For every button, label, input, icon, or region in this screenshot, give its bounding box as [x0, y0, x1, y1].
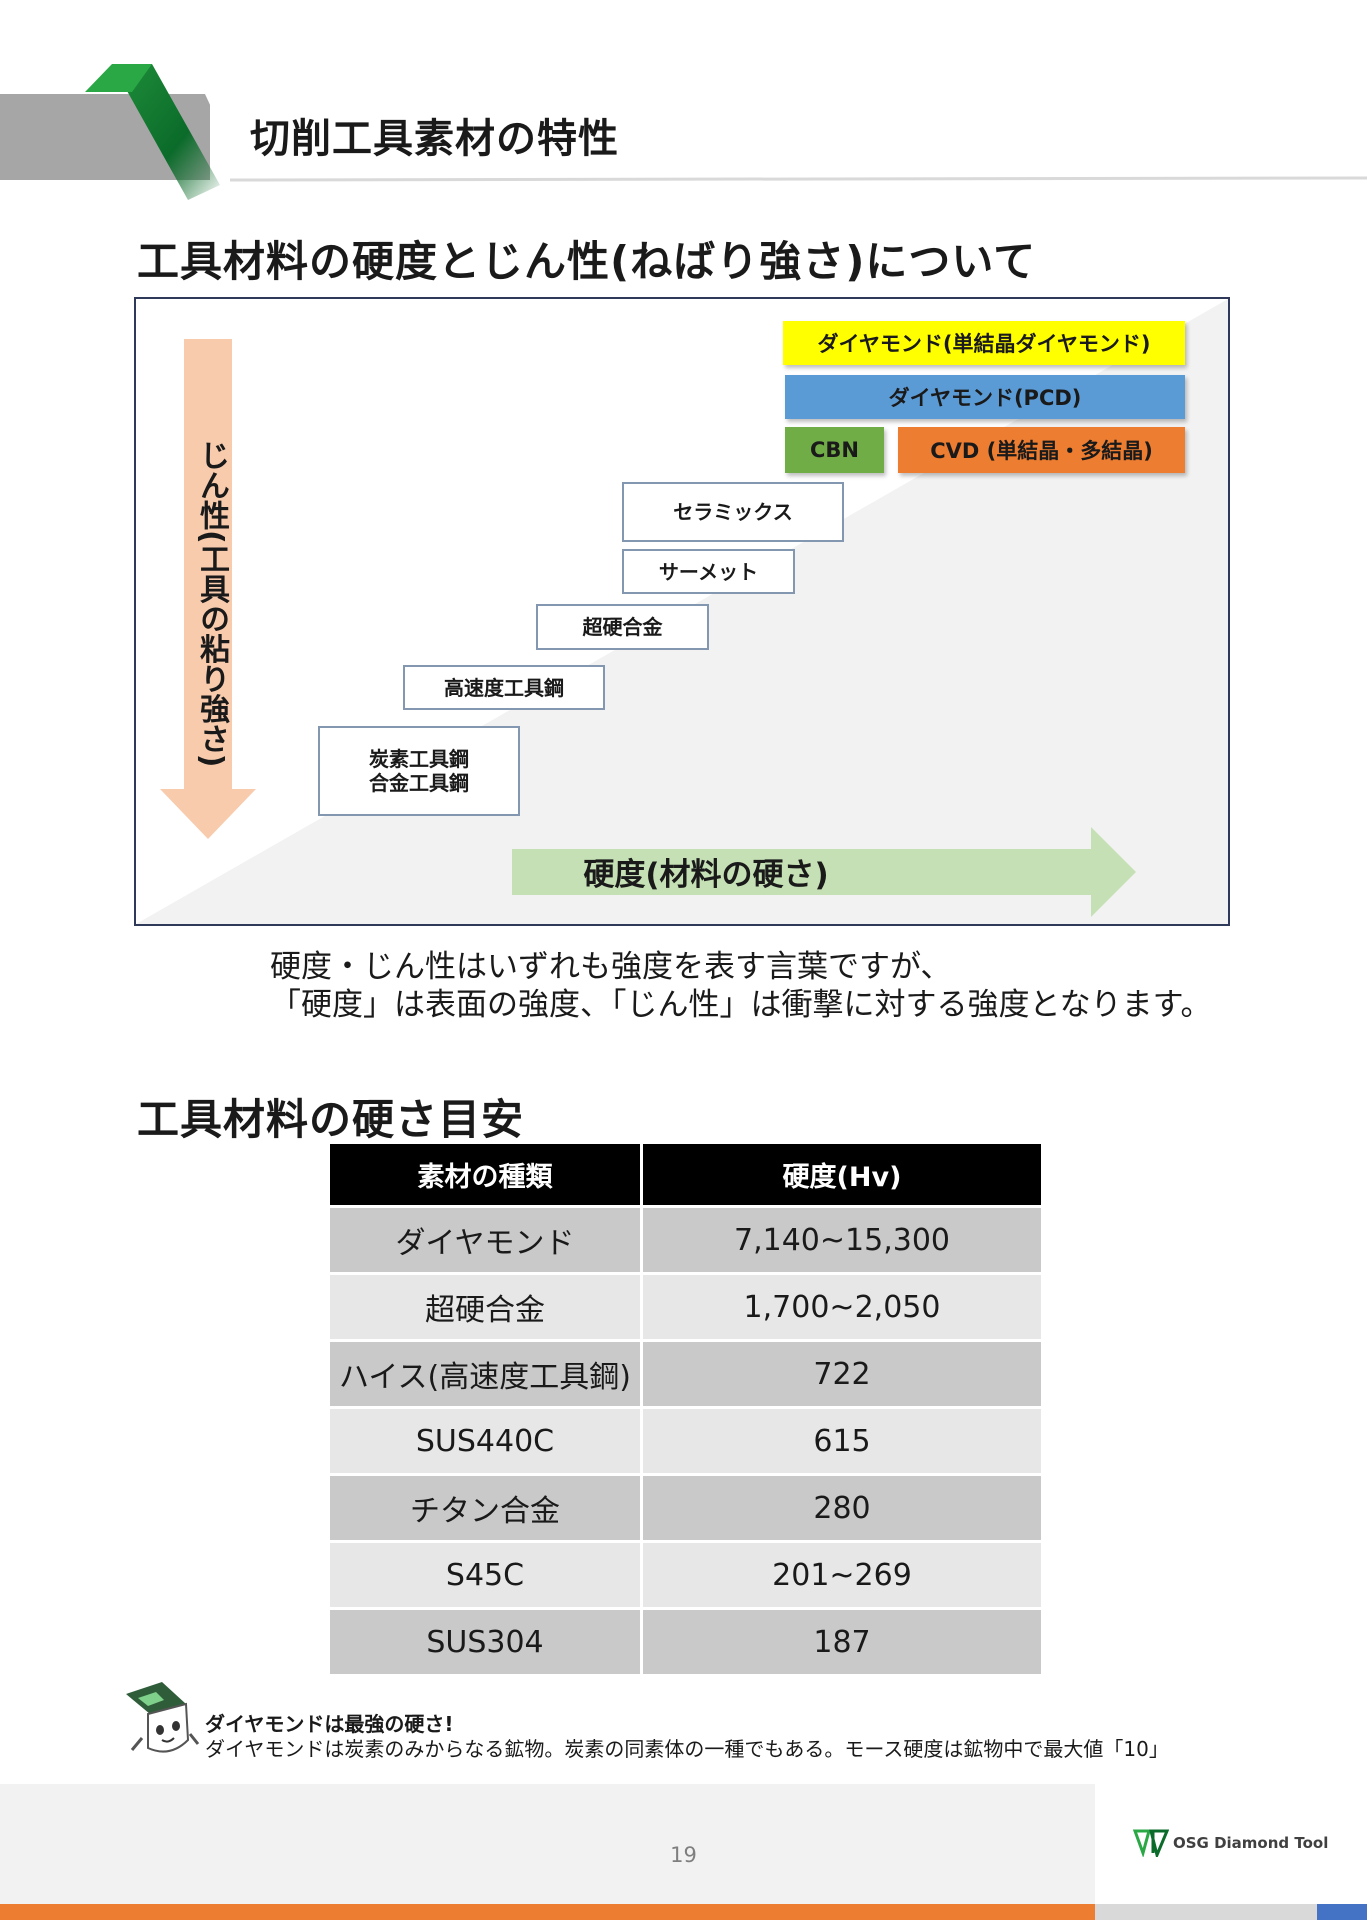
column-header-hardness: 硬度(Hv) — [643, 1144, 1041, 1205]
hardness-cell: 201~269 — [643, 1543, 1041, 1607]
hardness-label: 硬度(材料の硬さ) — [583, 857, 829, 893]
page-number: 19 — [670, 1843, 697, 1867]
material-carbon-alloy-steel: 炭素工具鋼 合金工具鋼 — [318, 726, 520, 816]
chip-pcd-diamond: ダイヤモンド(PCD) — [785, 375, 1185, 419]
section1-heading: 工具材料の硬度とじん性(ねばり強さ)について — [137, 237, 1037, 286]
column-header-material: 素材の種類 — [330, 1144, 640, 1205]
description-line1: 硬度・じん性はいずれも強度を表す言葉ですが、 — [270, 949, 952, 985]
footer-bar-gray — [1095, 1904, 1317, 1920]
material-high-speed-steel: 高速度工具鋼 — [403, 665, 605, 710]
table-row: SUS440C 615 — [330, 1409, 1041, 1473]
table-row: ダイヤモンド 7,140~15,300 — [330, 1208, 1041, 1272]
chip-cbn: CBN — [785, 427, 884, 473]
osg-logo-icon — [1133, 1829, 1169, 1857]
material-cell: S45C — [330, 1543, 640, 1607]
description-line2: 「硬度」は表面の強度、「じん性」は衝撃に対する強度となります。 — [270, 987, 1212, 1023]
toughness-arrow — [160, 339, 256, 839]
section2-heading: 工具材料の硬さ目安 — [137, 1095, 525, 1144]
hardness-cell: 7,140~15,300 — [643, 1208, 1041, 1272]
description: 硬度・じん性はいずれも強度を表す言葉ですが、 「硬度」は表面の強度、「じん性」は… — [270, 948, 1211, 1024]
note-title: ダイヤモンドは最強の硬さ! — [205, 1712, 454, 1736]
chip-cvd: CVD (単結晶・多結晶) — [898, 427, 1185, 473]
footer-background — [0, 1784, 1095, 1904]
page-title: 切削工具素材の特性 — [250, 116, 619, 162]
table-row: ハイス(高速度工具鋼) 722 — [330, 1342, 1041, 1406]
table-header-row: 素材の種類 硬度(Hv) — [330, 1144, 1041, 1205]
material-cemented-carbide: 超硬合金 — [536, 604, 709, 650]
hardness-cell: 280 — [643, 1476, 1041, 1540]
chip-single-crystal-diamond: ダイヤモンド(単結晶ダイヤモンド) — [783, 321, 1185, 365]
material-cell: 超硬合金 — [330, 1275, 640, 1339]
hardness-toughness-diagram: じん性(工具の粘り強さ) 硬度(材料の硬さ) 炭素工具鋼 合金工具鋼 高速度工具… — [134, 297, 1230, 926]
diamond-note: ダイヤモンドは最強の硬さ! ダイヤモンドは炭素のみからなる鉱物。炭素の同素体の一… — [205, 1712, 1169, 1762]
mascot-icon — [126, 1682, 200, 1753]
table-row: チタン合金 280 — [330, 1476, 1041, 1540]
note-text: ダイヤモンドは炭素のみからなる鉱物。炭素の同素体の一種でもある。モース硬度は鉱物… — [205, 1737, 1169, 1761]
material-cermet: サーメット — [622, 549, 795, 594]
material-cell: SUS440C — [330, 1409, 640, 1473]
material-cell: ハイス(高速度工具鋼) — [330, 1342, 640, 1406]
hardness-table: 素材の種類 硬度(Hv) ダイヤモンド 7,140~15,300 超硬合金 1,… — [327, 1141, 1044, 1677]
material-cell: チタン合金 — [330, 1476, 640, 1540]
material-ceramics: セラミックス — [622, 482, 844, 542]
footer-bar-orange — [0, 1904, 1095, 1920]
material-cell: SUS304 — [330, 1610, 640, 1674]
company-logo: OSG Diamond Tool — [1133, 1829, 1328, 1857]
logo-text: OSG Diamond Tool — [1173, 1834, 1329, 1852]
hardness-cell: 722 — [643, 1342, 1041, 1406]
toughness-label: じん性(工具の粘り強さ) — [194, 440, 229, 768]
footer-bar-blue — [1317, 1904, 1367, 1920]
hardness-cell: 187 — [643, 1610, 1041, 1674]
hardness-cell: 1,700~2,050 — [643, 1275, 1041, 1339]
table-row: S45C 201~269 — [330, 1543, 1041, 1607]
header-green-chevron — [85, 64, 220, 200]
hardness-cell: 615 — [643, 1409, 1041, 1473]
table-row: 超硬合金 1,700~2,050 — [330, 1275, 1041, 1339]
material-cell: ダイヤモンド — [330, 1208, 640, 1272]
table-row: SUS304 187 — [330, 1610, 1041, 1674]
hardness-arrow — [512, 827, 1136, 917]
